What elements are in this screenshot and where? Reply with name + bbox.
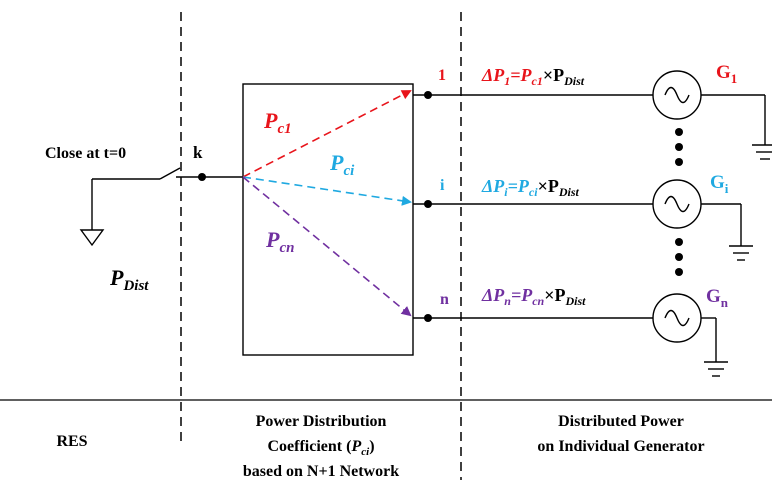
generator-i-label: Gi: [710, 172, 729, 196]
switch-label: Close at t=0: [45, 145, 126, 162]
arrow-ci: [242, 176, 412, 206]
ground-1-icon: [752, 144, 772, 160]
node-n-dot: [424, 314, 432, 322]
coef-cn-label: Pcn: [265, 227, 294, 256]
delta-p1-equation: ΔP1=Pc1×PDist: [481, 65, 585, 88]
coef-c1-label: Pc1: [263, 108, 292, 137]
section-res-label: RES: [56, 433, 87, 450]
node-i-label: i: [440, 177, 445, 194]
generator-n-icon: [652, 293, 717, 362]
p-dist-label: PDist: [109, 265, 149, 294]
generator-1-label: G1: [716, 62, 737, 86]
generator-n-label: Gn: [706, 286, 729, 310]
section-pdc-line1: Power Distribution: [256, 413, 387, 430]
delta-pi-equation: ΔPi=Pci×PDist: [481, 176, 579, 199]
arrow-cn: [242, 176, 412, 317]
section-pdc-line2: Coefficient (Pci): [267, 438, 374, 458]
node-1-label: 1: [438, 67, 446, 84]
ground-triangle-icon: [79, 229, 105, 247]
node-i-dot: [424, 200, 432, 208]
section-pdc-line3: based on N+1 Network: [243, 463, 399, 480]
coef-ci-label: Pci: [329, 150, 355, 179]
node-k-label: k: [193, 143, 203, 162]
ground-i-icon: [729, 245, 753, 261]
node-n-label: n: [440, 291, 449, 308]
generator-i-icon: [652, 179, 742, 246]
ellipsis-upper-icon: [675, 128, 683, 166]
network-box: [242, 83, 414, 356]
ground-n-icon: [704, 361, 728, 377]
delta-pn-equation: ΔPn=Pcn×PDist: [481, 285, 586, 308]
switch: [91, 167, 243, 230]
ellipsis-lower-icon: [675, 238, 683, 276]
section-dist-line1: Distributed Power: [558, 413, 684, 430]
node-k-dot: [198, 173, 206, 181]
arrow-c1: [242, 90, 412, 178]
node-1-dot: [424, 91, 432, 99]
generator-1-icon: [652, 70, 766, 145]
section-dist-line2: on Individual Generator: [537, 438, 704, 455]
